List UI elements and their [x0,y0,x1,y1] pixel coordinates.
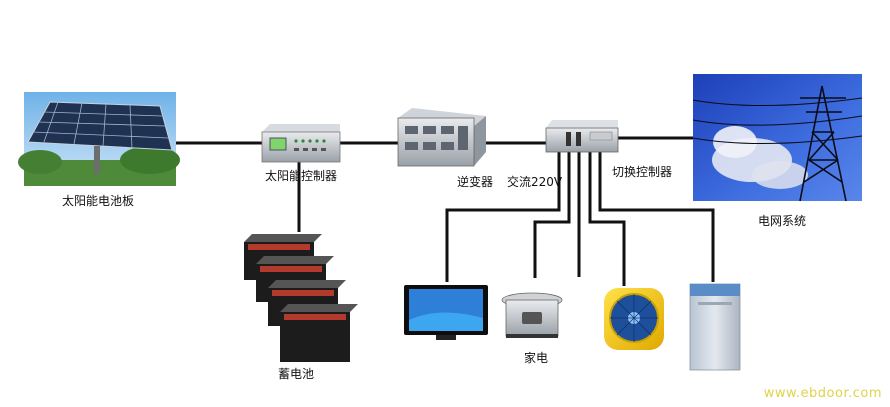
rice-cooker-image [501,292,563,338]
label-solar-panel: 太阳能电池板 [62,193,134,208]
diagram-labels: 太阳能电池板 太阳能控制器 逆变器 交流220V 切换控制器 电网系统 蓄电池 … [62,165,806,381]
fan-image [604,288,664,350]
switch-controller-image [545,120,619,153]
label-switch-controller: 切换控制器 [612,165,672,179]
washing-machine-image [689,283,741,371]
label-ac-output: 交流220V [507,174,563,189]
solar-panel-image [18,92,180,186]
tv-image [404,285,488,340]
inverter-image [397,108,486,167]
label-solar-controller: 太阳能控制器 [265,168,337,183]
battery-stack-image [244,234,358,362]
power-grid-image [692,74,863,202]
label-grid: 电网系统 [758,214,806,228]
label-appliances: 家电 [524,350,548,365]
connection-lines [176,136,715,286]
solar-controller-image [261,124,341,163]
watermark-text: www.ebdoor.com [763,386,882,401]
battery-unit [280,304,358,362]
label-battery: 蓄电池 [278,367,314,381]
label-inverter: 逆变器 [457,174,493,189]
